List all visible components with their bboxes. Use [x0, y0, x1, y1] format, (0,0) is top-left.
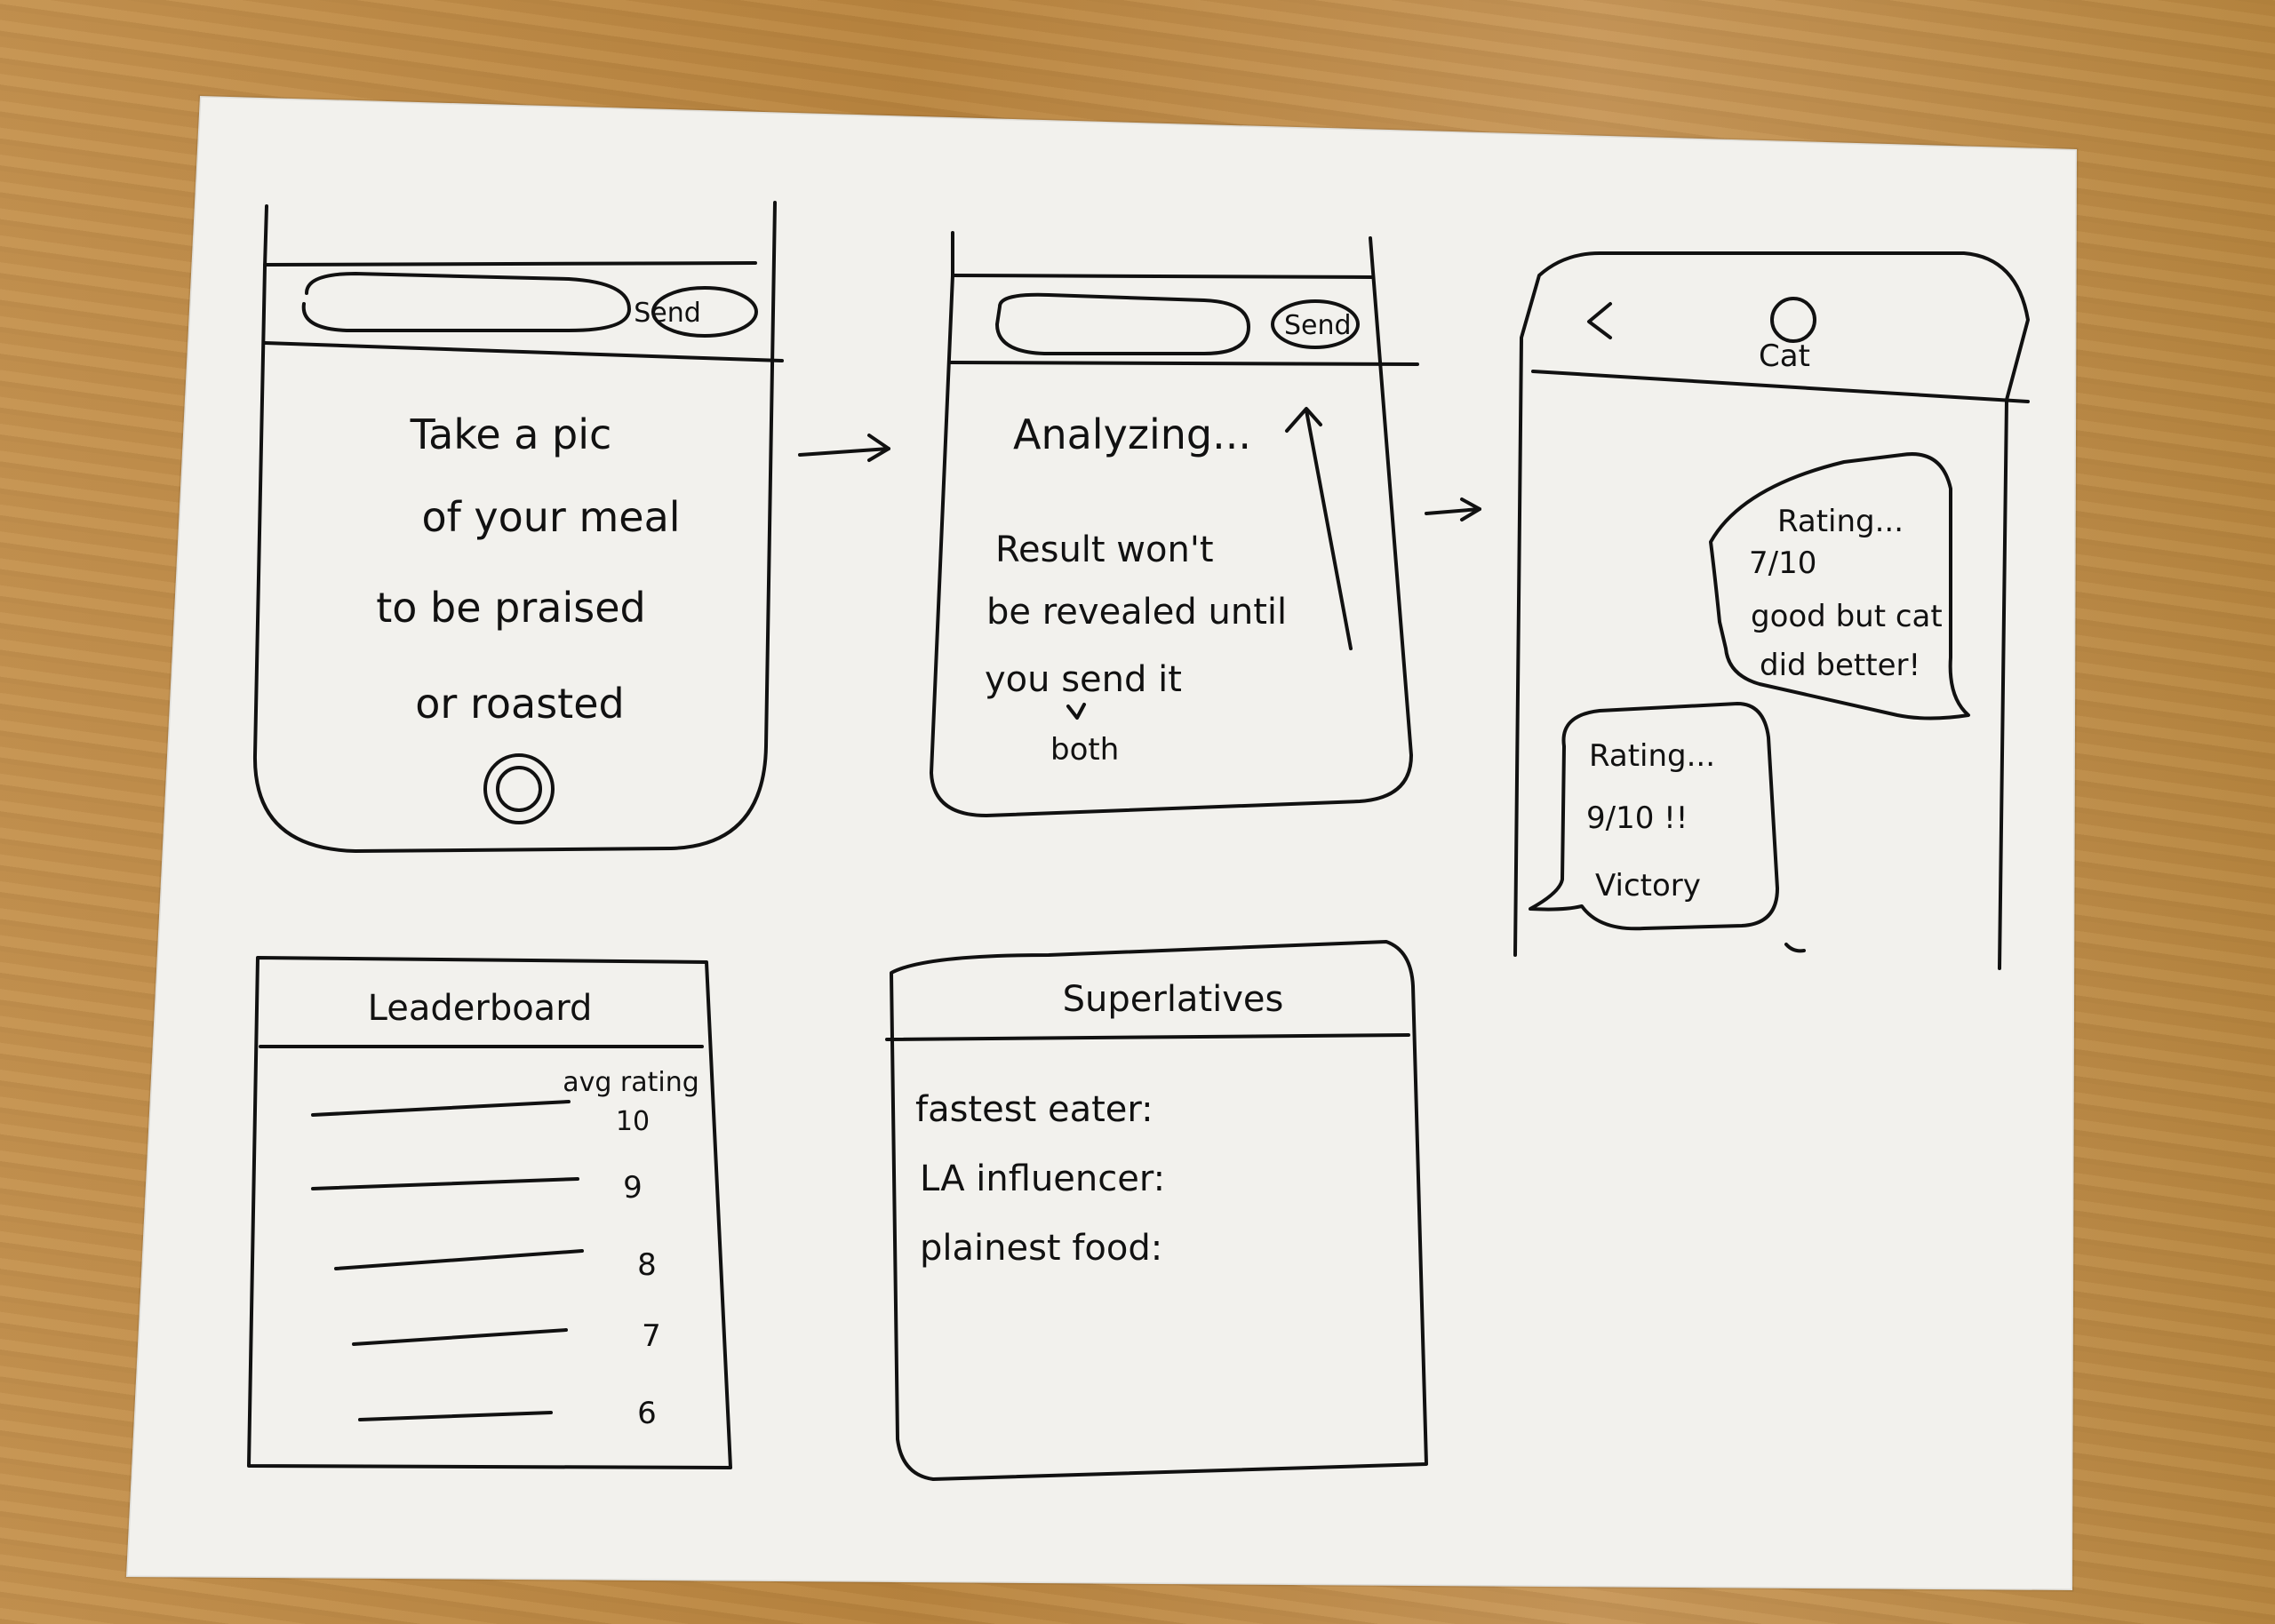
- phone-outline-3: [1513, 251, 2030, 970]
- contact-name: Cat: [1759, 338, 1810, 374]
- screen1-line-4: or roasted: [415, 680, 624, 728]
- paper-sheet: [126, 96, 2077, 1590]
- analyzing-status: Analyzing...: [1013, 410, 1251, 458]
- text-input-1[interactable]: [301, 272, 631, 332]
- outgoing-bubble-line-1: Rating...: [1589, 738, 1715, 774]
- incoming-bubble-line-4: did better!: [1760, 648, 1920, 683]
- send-button-1[interactable]: [651, 286, 758, 338]
- screen2-inserted-word: both: [1050, 732, 1119, 768]
- screen1-line-3: to be praised: [376, 584, 645, 632]
- leaderboard-row-3-line: [334, 1249, 584, 1270]
- leaderboard-frame: [247, 956, 732, 1469]
- phone-outline-2: [930, 231, 1413, 817]
- leaderboard-row-2-line: [311, 1177, 579, 1190]
- insert-caret-icon: [1066, 703, 1086, 720]
- incoming-rating-bubble: [1709, 452, 1970, 720]
- leaderboard-rating-5: 6: [637, 1396, 657, 1431]
- shutter-button-inner[interactable]: [496, 766, 542, 812]
- screen1-line-1: Take a pic: [410, 410, 612, 458]
- leaderboard-rating-2: 9: [623, 1170, 643, 1206]
- screen2-line-1: Result won't: [995, 529, 1214, 570]
- leaderboard-rating-4: 7: [642, 1318, 661, 1354]
- incoming-bubble-line-3: good but cat: [1751, 599, 1943, 634]
- superlatives-header-divider: [885, 1033, 1410, 1041]
- screen-1-phone: [252, 201, 784, 853]
- leaderboard-row-4-line: [352, 1328, 568, 1346]
- outgoing-rating-bubble: [1529, 702, 1779, 931]
- superlative-item-3: plainest food:: [920, 1228, 1162, 1269]
- outgoing-bubble-line-3: Victory: [1595, 868, 1701, 904]
- shutter-button-outer[interactable]: [483, 753, 555, 824]
- flow-arrow-2: [1425, 498, 1481, 521]
- leaderboard-rating-3: 8: [637, 1247, 657, 1283]
- superlatives-frame: [890, 940, 1428, 1481]
- leaderboard-row-1-line: [311, 1100, 571, 1117]
- leaderboard-title: Leaderboard: [368, 988, 593, 1029]
- screen-3-chat: [1513, 251, 2030, 970]
- send-button-2-label[interactable]: Send: [1284, 310, 1352, 341]
- header-divider-2: [949, 361, 1419, 366]
- superlative-item-1: fastest eater:: [915, 1089, 1153, 1130]
- superlatives-title: Superlatives: [1063, 979, 1284, 1020]
- scroll-up-arrow-icon: [1305, 409, 1353, 650]
- send-button-1-label[interactable]: Send: [634, 298, 701, 329]
- incoming-bubble-line-1: Rating...: [1777, 504, 1904, 539]
- contact-avatar[interactable]: [1770, 297, 1816, 343]
- chat-header-divider: [1531, 370, 2030, 403]
- phone-top-bar-1: [263, 261, 757, 267]
- screen2-line-2: be revealed until: [986, 592, 1287, 633]
- phone-outline-1: [252, 201, 777, 853]
- superlative-item-2: LA influencer:: [920, 1158, 1165, 1199]
- flow-arrow-1: [798, 434, 890, 462]
- leaderboard-screen: [247, 956, 732, 1469]
- screen2-line-3: you send it: [985, 659, 1182, 700]
- outgoing-bubble-line-2: 9/10 !!: [1586, 800, 1688, 836]
- text-input-2[interactable]: [995, 292, 1250, 355]
- incoming-bubble-line-2: 7/10: [1749, 545, 1816, 581]
- back-chevron-icon[interactable]: [1587, 302, 1612, 339]
- leaderboard-column-header: avg rating: [563, 1067, 699, 1098]
- leaderboard-row-5-line: [358, 1411, 553, 1421]
- screen-2-phone: [930, 231, 1419, 817]
- send-button-2[interactable]: [1271, 299, 1360, 349]
- superlatives-screen: [885, 940, 1428, 1481]
- screen1-line-2: of your meal: [421, 493, 680, 541]
- leaderboard-rating-1: 10: [616, 1106, 650, 1137]
- phone-top-bar-2: [951, 274, 1375, 279]
- header-divider-1: [263, 341, 784, 362]
